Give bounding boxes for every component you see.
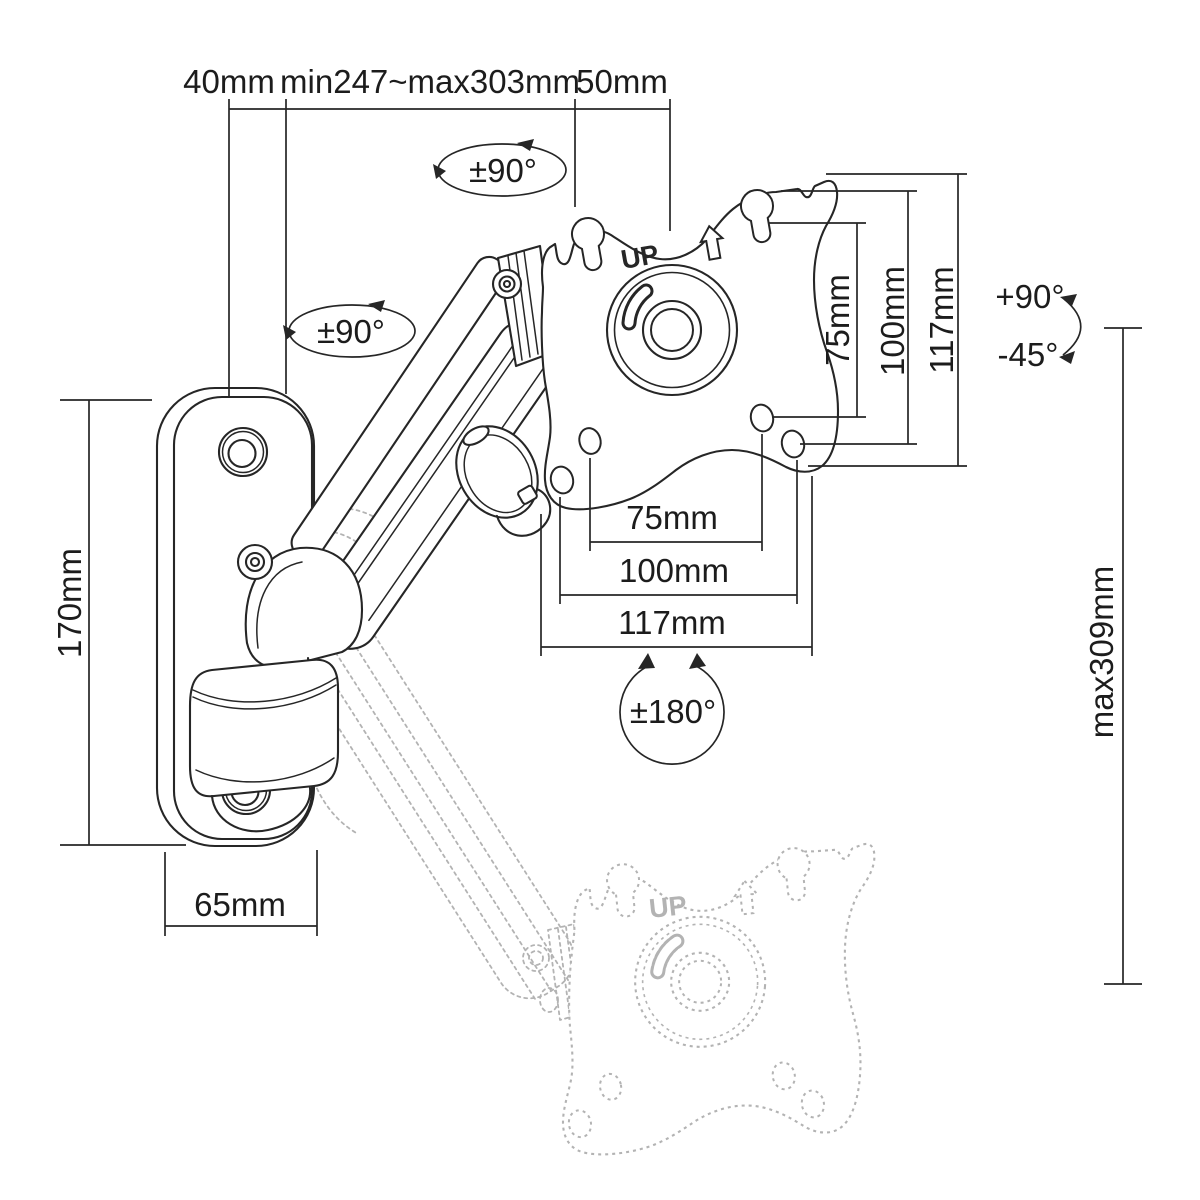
- label-vesa-v-100: 100mm: [874, 266, 911, 376]
- up-label: UP: [619, 239, 661, 275]
- dimension-wall-plate-width: 65mm: [164, 850, 318, 936]
- rotation-indicator-top-swivel: ±90°: [433, 139, 567, 197]
- ghost-vesa-plate: [558, 824, 877, 1172]
- label-max-height: max309mm: [1083, 566, 1120, 738]
- rotation-indicator-arm-swivel: ±90°: [283, 300, 416, 358]
- label-top-left: 40mm: [183, 63, 275, 100]
- rotation-indicator-tilt: +90° -45°: [995, 278, 1082, 373]
- label-vesa-v-117: 117mm: [923, 266, 960, 374]
- mount-arm: [188, 244, 563, 833]
- dimension-vesa-horizontal: 75mm 100mm 117mm: [540, 434, 813, 656]
- label-top-swivel: ±90°: [469, 152, 537, 189]
- label-vesa-h-117: 117mm: [618, 604, 726, 641]
- ghost-arm: UP: [286, 506, 877, 1172]
- label-wall-plate-width: 65mm: [194, 886, 286, 923]
- label-plate-rotation: ±180°: [630, 693, 716, 730]
- label-tilt-down: -45°: [998, 336, 1059, 373]
- ghost-up-label: UP: [648, 890, 688, 924]
- dimension-wall-plate-height: 170mm: [51, 399, 186, 846]
- label-arm-swivel: ±90°: [317, 313, 385, 350]
- dimension-vesa-vertical: 75mm 100mm 117mm: [768, 173, 967, 467]
- vesa-plate: [542, 181, 838, 509]
- label-tilt-up: +90°: [995, 278, 1064, 315]
- label-vesa-v-75: 75mm: [819, 274, 856, 366]
- label-top-right: 50mm: [576, 63, 668, 100]
- dimension-top: 40mm min247~max303mm 50mm: [183, 63, 671, 396]
- label-top-range: min247~max303mm: [280, 63, 580, 100]
- label-wall-plate-height: 170mm: [51, 548, 88, 658]
- dimension-max-height: max309mm: [1083, 327, 1142, 985]
- label-vesa-h-75: 75mm: [626, 499, 718, 536]
- label-vesa-h-100: 100mm: [619, 552, 729, 589]
- rotation-indicator-plate-rotation: ±180°: [619, 653, 725, 765]
